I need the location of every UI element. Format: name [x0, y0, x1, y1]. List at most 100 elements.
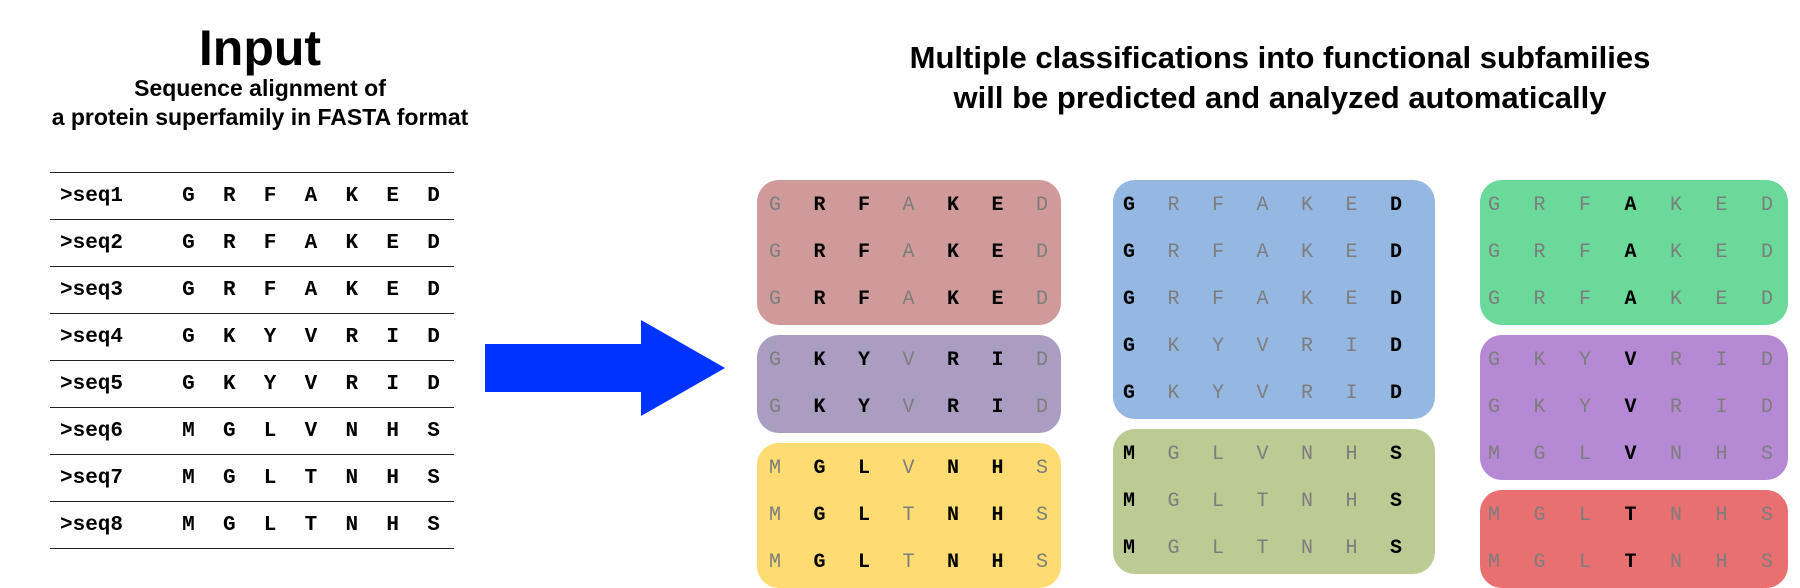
residue: V [290, 313, 332, 361]
residue: K [1167, 382, 1180, 405]
residue: K [946, 194, 959, 217]
residue: H [1715, 443, 1728, 466]
residue: F [1578, 241, 1591, 264]
residue: R [208, 172, 250, 220]
residue: T [902, 551, 915, 574]
residue: N [1669, 504, 1682, 527]
residue: D [413, 313, 454, 361]
residue: E [1345, 194, 1358, 217]
residue: S [1760, 504, 1773, 527]
residue: H [1715, 504, 1728, 527]
residue: D [413, 266, 454, 314]
residue: G [168, 172, 209, 220]
residue: M [1487, 443, 1500, 466]
residue: R [813, 194, 826, 217]
residue: T [290, 501, 332, 549]
residue: F [1578, 288, 1591, 311]
residue: V [290, 407, 332, 455]
residue: D [1760, 349, 1773, 372]
residue: H [372, 407, 414, 455]
residue: R [1533, 288, 1546, 311]
residue: D [1035, 288, 1048, 311]
residue: G [208, 407, 250, 455]
residue: N [1300, 443, 1313, 466]
residue: R [1300, 335, 1313, 358]
residue: H [372, 454, 414, 502]
residue: N [1300, 537, 1313, 560]
residue: E [372, 172, 414, 220]
residue: S [413, 407, 454, 455]
residue: F [1211, 194, 1224, 217]
residue: R [331, 313, 373, 361]
residue: M [768, 551, 781, 574]
residue: E [372, 219, 414, 267]
residue: A [902, 194, 915, 217]
residue: K [331, 219, 373, 267]
residue: K [813, 396, 826, 419]
residue: Y [1578, 349, 1591, 372]
residue: H [991, 551, 1004, 574]
sequence-name: >seq5 [50, 360, 168, 408]
residue: N [1669, 443, 1682, 466]
residue: D [1760, 288, 1773, 311]
residue: A [290, 219, 332, 267]
residue: S [413, 454, 454, 502]
residue: I [1345, 335, 1358, 358]
residue: G [1533, 551, 1546, 574]
residue: D [413, 219, 454, 267]
residue: G [1533, 443, 1546, 466]
residue: D [413, 360, 454, 408]
output-title-line2: will be predicted and analyzed automatic… [953, 80, 1607, 115]
residue: F [249, 172, 291, 220]
residue: A [1256, 241, 1269, 264]
residue: G [813, 551, 826, 574]
residue: G [1487, 241, 1500, 264]
residue: G [1122, 288, 1135, 311]
residue: K [1669, 194, 1682, 217]
residue: G [1487, 194, 1500, 217]
residue: M [1487, 504, 1500, 527]
residue: K [1300, 194, 1313, 217]
residue: A [1256, 194, 1269, 217]
residue: N [1300, 490, 1313, 513]
residue: D [1389, 382, 1402, 405]
residue: A [1624, 288, 1637, 311]
output-title-line1: Multiple classifications into functional… [909, 40, 1651, 75]
residue: S [1760, 443, 1773, 466]
residue: S [1035, 551, 1048, 574]
residue: A [290, 172, 332, 220]
residue: R [208, 219, 250, 267]
residue: D [1035, 194, 1048, 217]
residue: G [1487, 396, 1500, 419]
residue: D [1760, 241, 1773, 264]
residue: R [813, 241, 826, 264]
residue: V [1624, 443, 1637, 466]
sequence-name: >seq7 [50, 454, 168, 502]
input-subtitle-line2: a protein superfamily in FASTA format [51, 104, 469, 130]
residue: I [372, 360, 414, 408]
residue: G [813, 504, 826, 527]
residue: G [1167, 537, 1180, 560]
residue: A [1624, 194, 1637, 217]
residue: D [413, 172, 454, 220]
residue: S [1389, 443, 1402, 466]
residue: H [1345, 537, 1358, 560]
residue: G [1167, 490, 1180, 513]
residue: S [413, 501, 454, 549]
residue: Y [1578, 396, 1591, 419]
residue: G [1122, 241, 1135, 264]
residue: M [768, 457, 781, 480]
